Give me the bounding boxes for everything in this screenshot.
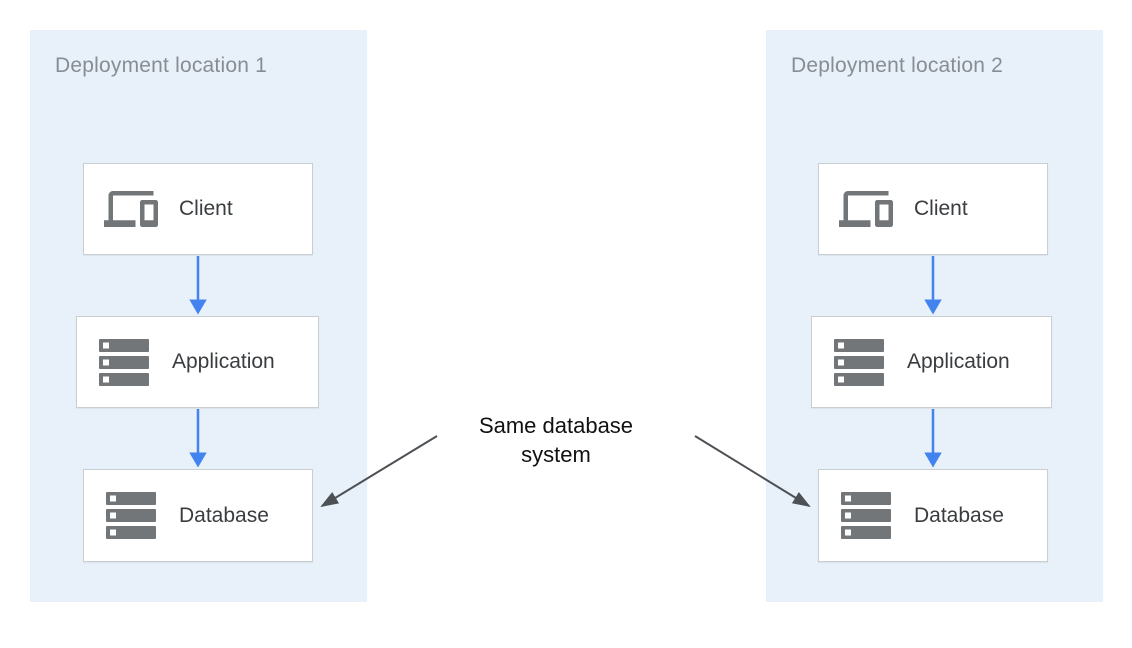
devices-icon: [104, 182, 158, 236]
node-client: Client: [818, 163, 1048, 255]
node-client: Client: [83, 163, 313, 255]
server-stack-icon: [97, 338, 151, 386]
server-stack-icon: [839, 492, 893, 539]
server-stack-icon: [104, 492, 158, 539]
deployment-location-2-panel: Deployment location 2 Client: [766, 30, 1103, 602]
devices-icon: [839, 182, 893, 236]
node-label: Application: [172, 350, 275, 373]
deployment-location-1-panel: Deployment location 1 Client: [30, 30, 367, 602]
panel-title: Deployment location 2: [791, 54, 1003, 77]
node-label: Client: [914, 197, 968, 220]
node-database: Database: [83, 469, 313, 562]
annotation-text: Same database system: [478, 413, 634, 467]
node-database: Database: [818, 469, 1048, 562]
node-application: Application: [811, 316, 1052, 408]
panel-title: Deployment location 1: [55, 54, 267, 77]
server-stack-icon: [832, 338, 886, 386]
node-label: Client: [179, 197, 233, 220]
node-label: Application: [907, 350, 1010, 373]
node-application: Application: [76, 316, 319, 408]
node-label: Database: [179, 503, 269, 527]
node-label: Database: [914, 503, 1004, 527]
